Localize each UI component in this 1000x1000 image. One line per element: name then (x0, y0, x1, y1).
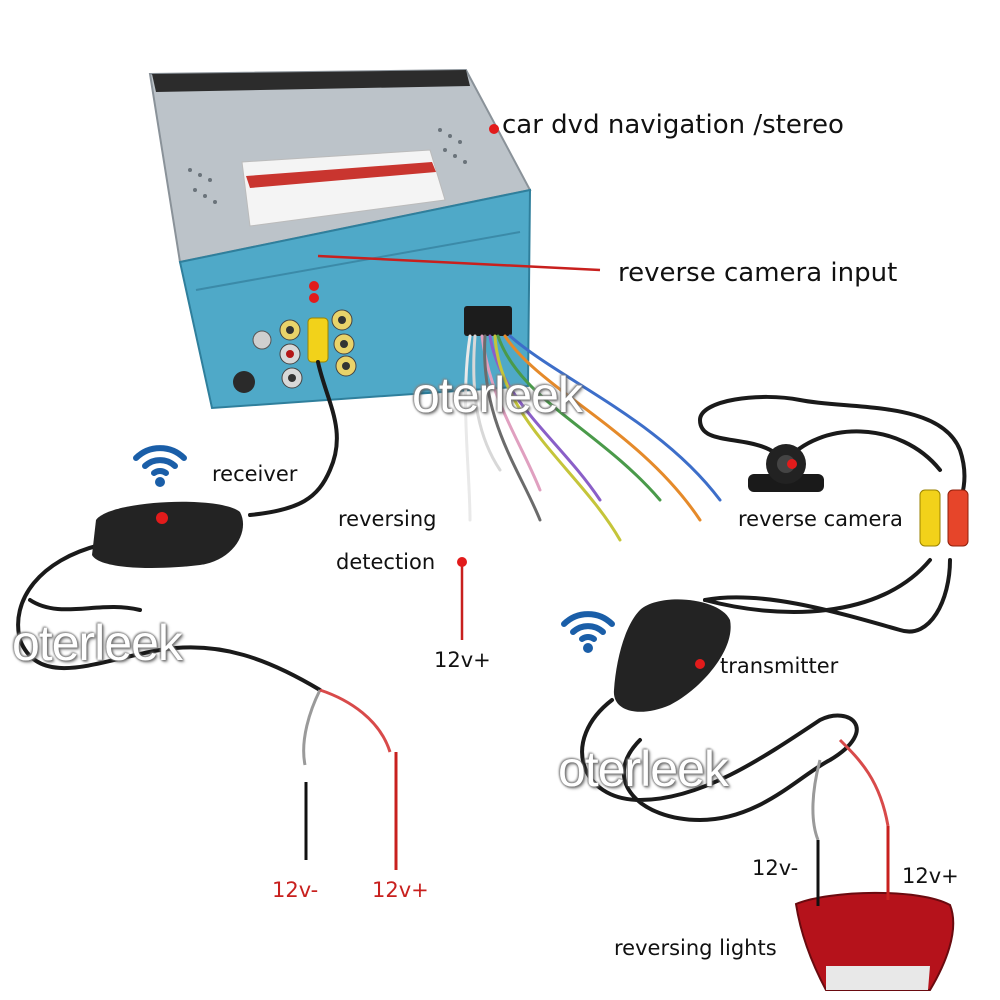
watermark: oterleek (558, 741, 729, 797)
watermark: oterleek (412, 367, 583, 423)
label-receiver-12v-pos: 12v+ (372, 878, 429, 902)
label-camera-input: reverse camera input (618, 258, 898, 288)
cables (16, 360, 967, 823)
wifi-icon (561, 611, 615, 653)
label-receiver-12v-neg: 12v- (272, 878, 319, 902)
label-lights-12v-neg: 12v- (752, 856, 799, 880)
reversing-lights-device (794, 891, 955, 991)
label-detection: detection (336, 550, 436, 574)
label-lights-12v-pos: 12v+ (902, 864, 959, 888)
transmitter-box (613, 599, 731, 712)
receiver-power-wires (302, 688, 398, 870)
lights-power-wires (811, 738, 890, 906)
label-dvd: car dvd navigation /stereo (502, 110, 844, 140)
label-transmitter: transmitter (720, 654, 839, 678)
label-reversing: reversing (338, 507, 437, 531)
receiver-box (92, 501, 244, 568)
marker-dots (309, 124, 797, 669)
leader-lines (317, 254, 601, 640)
reverse-camera-device (748, 444, 969, 547)
label-receiver: receiver (212, 462, 298, 486)
label-reverse-camera: reverse camera (738, 507, 903, 531)
label-reversing-lights: reversing lights (614, 936, 777, 960)
wifi-icon (133, 445, 187, 487)
label-detection-12v-pos: 12v+ (434, 648, 491, 672)
watermark: oterleek (12, 615, 183, 671)
car-dvd-unit (148, 68, 532, 410)
harness-wires (464, 334, 722, 542)
